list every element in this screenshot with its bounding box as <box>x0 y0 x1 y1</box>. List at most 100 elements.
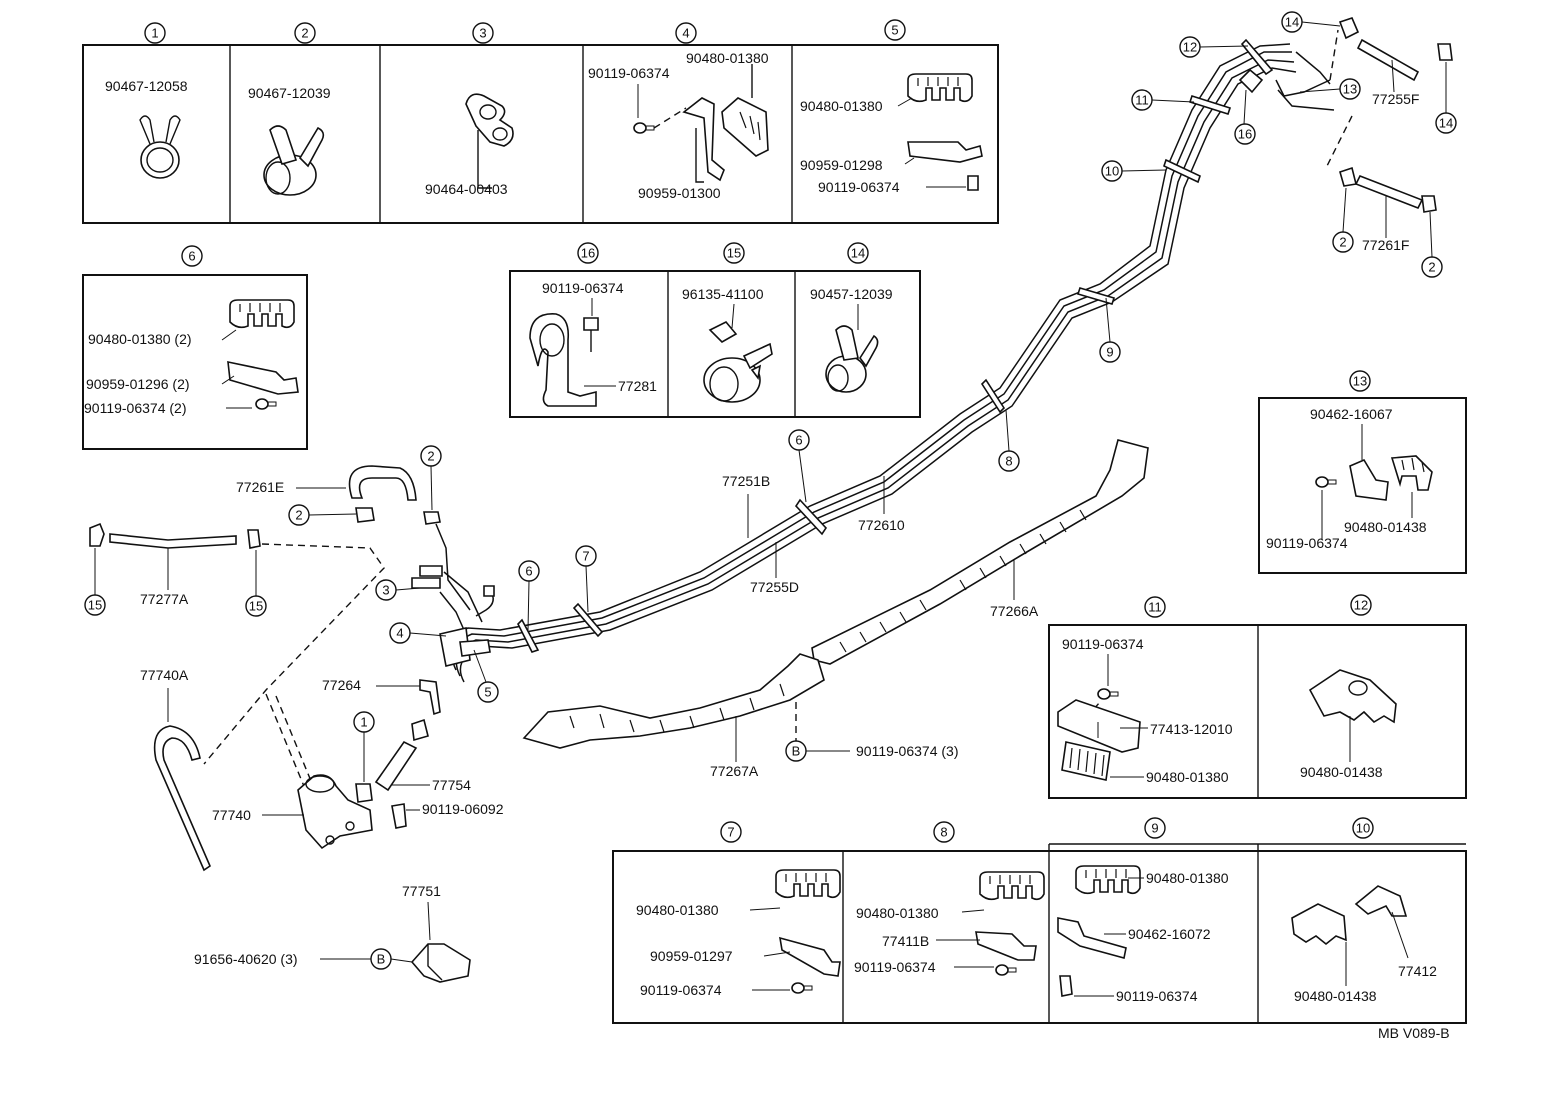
part-90119-06374-p5: 90119-06374 <box>818 179 900 195</box>
part-90480-01380-p9: 90480-01380 <box>1146 870 1229 886</box>
panel-row-middle <box>509 270 921 418</box>
callout-10-main: 10 <box>1105 164 1119 179</box>
fuel-tube-assembly <box>411 38 1335 683</box>
callout-7: 7 <box>727 825 734 840</box>
callout-8-main: 8 <box>1005 454 1012 469</box>
bolt-b-mark-protector: B <box>792 744 801 759</box>
part-90119-06374-p9: 90119-06374 <box>1116 988 1198 1004</box>
callout-8: 8 <box>940 825 947 840</box>
part-90467-12039: 90467-12039 <box>248 85 331 101</box>
panel-6: 6 90480-01380 (2) 90959-01296 (2) 90119-… <box>82 245 308 450</box>
callout-15-right: 15 <box>249 599 263 614</box>
callout-15-left: 15 <box>88 598 102 613</box>
callout-10: 10 <box>1356 821 1370 836</box>
callout-2-right-a: 2 <box>1339 235 1346 250</box>
part-90119-06374-p13: 90119-06374 <box>1266 535 1348 551</box>
callout-9: 9 <box>1151 821 1158 836</box>
panel-7: 7 90480-01380 90959-01297 90119-06374 <box>636 821 841 998</box>
part-90119-06374-p6: 90119-06374 (2) <box>84 400 186 416</box>
callout-16: 16 <box>581 246 595 261</box>
bolt-b-mark: B <box>377 952 386 967</box>
panel-12: 12 90480-01438 <box>1300 594 1397 780</box>
hose-77261F-label: 77261F <box>1362 237 1409 253</box>
callout-4: 4 <box>682 26 689 41</box>
bracket-icon <box>682 97 725 182</box>
part-96135-41100: 96135-41100 <box>682 286 764 302</box>
callout-2-upper: 2 <box>427 449 434 464</box>
part-90464-00403: 90464-00403 <box>425 181 508 197</box>
part-77411B: 77411B <box>882 933 929 949</box>
callout-13: 13 <box>1353 374 1367 389</box>
callout-6-main: 6 <box>795 433 802 448</box>
part-90480-01380-p8: 90480-01380 <box>856 905 939 921</box>
panel-row-top <box>82 44 999 224</box>
panel-5: 5 90480-01380 90959-01298 90119-06374 <box>800 19 983 195</box>
part-90467-12058: 90467-12058 <box>105 78 188 94</box>
tube-77251B: 77251B <box>722 473 770 489</box>
callout-2-lower: 2 <box>295 508 302 523</box>
callout-6b-main: 6 <box>525 564 532 579</box>
part-90959-01296: 90959-01296 (2) <box>86 376 190 392</box>
panel-3: 3 90464-00403 <box>425 22 514 197</box>
callout-6: 6 <box>188 249 195 264</box>
hose-77264-label: 77264 <box>322 677 361 693</box>
canister-icon <box>297 774 373 850</box>
part-90119-06374-p4: 90119-06374 <box>588 65 670 81</box>
tube-77255D: 77255D <box>750 579 799 595</box>
callout-13-main: 13 <box>1343 82 1357 97</box>
panel-11: 11 90119-06374 77413-12010 90480-01380 <box>1057 596 1233 785</box>
callout-11: 11 <box>1148 600 1162 615</box>
callout-16-main: 16 <box>1238 127 1252 142</box>
panel-13: 13 90462-16067 90119-06374 90480-01438 <box>1258 370 1467 574</box>
protector-77266A: 77266A <box>811 439 1149 665</box>
callout-12: 12 <box>1354 598 1368 613</box>
callout-4-main: 4 <box>396 626 403 641</box>
panel-4: 4 90480-01380 90119-06374 90959-01300 <box>588 22 769 201</box>
part-90480-01380-p6: 90480-01380 (2) <box>88 331 192 347</box>
protector-bolt-label: 90119-06374 (3) <box>856 743 958 759</box>
part-77281: 77281 <box>618 378 657 394</box>
callout-9-main: 9 <box>1106 345 1113 360</box>
callout-11-main: 11 <box>1135 93 1149 108</box>
part-90119-06374-p16: 90119-06374 <box>542 280 624 296</box>
panel-2: 2 90467-12039 <box>248 22 331 196</box>
part-90959-01300: 90959-01300 <box>638 185 721 201</box>
hose-77740A-label: 77740A <box>140 667 189 683</box>
part-90480-01438-p13: 90480-01438 <box>1344 519 1427 535</box>
panel-14: 14 90457-12039 <box>810 242 893 393</box>
hose-clip-icon <box>263 125 325 196</box>
canister-assembly: 77740A 77740 77264 1 77754 90119-06092 <box>140 667 504 872</box>
part-77413-12010: 77413-12010 <box>1150 721 1233 737</box>
panel-8: 8 90480-01380 77411B 90119-06374 <box>854 821 1045 976</box>
canister-bolt-label: 90119-06092 <box>422 801 504 817</box>
callout-5: 5 <box>891 23 898 38</box>
part-90480-01380-p4: 90480-01380 <box>686 50 769 66</box>
bracket-77751: 77751 B 91656-40620 (3) <box>194 883 471 983</box>
protector-77267A: 77267A B 90119-06374 (3) <box>522 653 958 779</box>
bracket-77751-label: 77751 <box>402 883 441 899</box>
callout-5-main: 5 <box>484 685 491 700</box>
protector-77267A-label: 77267A <box>710 763 759 779</box>
hose-77261E: 77261E 2 2 <box>236 445 442 526</box>
main-labels: 6 77251B 772610 77255D 8 9 10 11 12 16 1… <box>375 36 1361 703</box>
hose-77261E-label: 77261E <box>236 479 284 495</box>
callout-3-main: 3 <box>382 583 389 598</box>
part-90959-01297: 90959-01297 <box>650 948 733 964</box>
panel-row-bottom <box>612 843 1467 1024</box>
bracket-icon <box>907 141 983 163</box>
part-90480-01438-p12: 90480-01438 <box>1300 764 1383 780</box>
panel-9: 9 90480-01380 90462-16072 90119-06374 <box>1057 817 1229 1004</box>
bracket-bolt-label: 91656-40620 (3) <box>194 951 298 967</box>
spring-clip-icon <box>139 115 181 179</box>
callout-7-main: 7 <box>582 549 589 564</box>
hoses-top-right: 14 77255F 14 2 77261F 2 <box>1281 11 1457 278</box>
part-90480-01438-p10: 90480-01438 <box>1294 988 1377 1004</box>
tube-clamp-icon <box>465 93 514 147</box>
callout-15: 15 <box>727 246 741 261</box>
hose-77255F-label: 77255F <box>1372 91 1419 107</box>
clamp-icon <box>721 97 769 157</box>
callout-14-top: 14 <box>1285 15 1299 30</box>
part-77412: 77412 <box>1398 963 1437 979</box>
part-90480-01380-p5: 90480-01380 <box>800 98 883 114</box>
